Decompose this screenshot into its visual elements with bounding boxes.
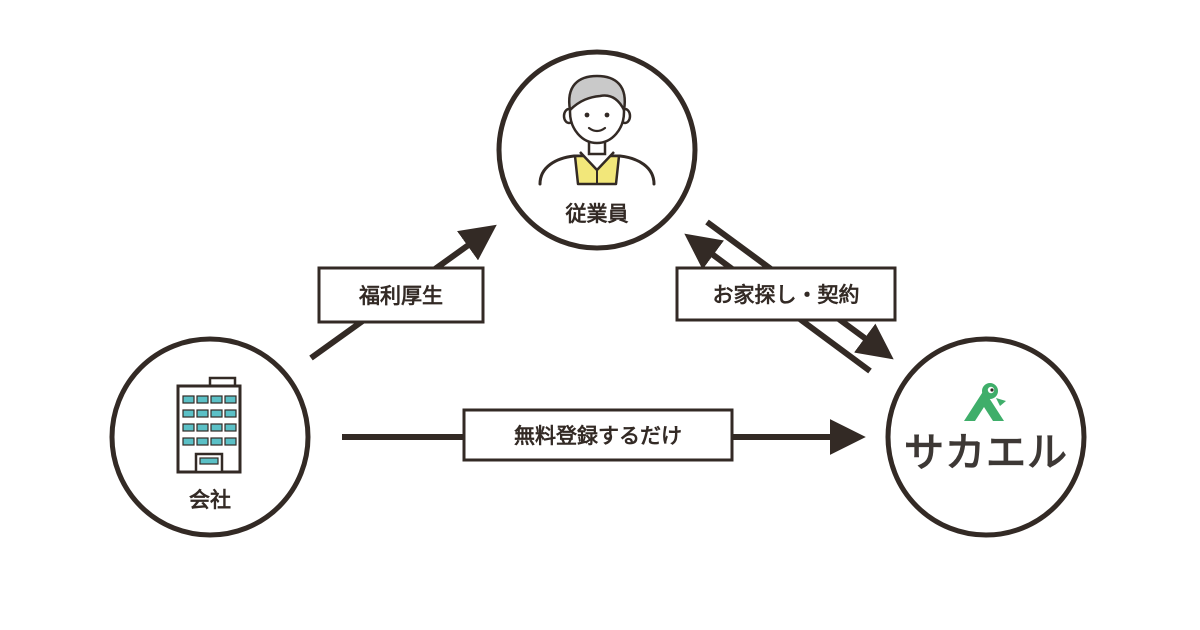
company-label: 会社 xyxy=(189,488,231,512)
building-icon xyxy=(176,376,242,474)
welfare-box: 福利厚生 xyxy=(317,266,485,324)
free-registration-box: 無料登録するだけ xyxy=(462,408,734,462)
frog-logo-icon xyxy=(964,383,1006,421)
welfare-label: 福利厚生 xyxy=(358,284,443,308)
sakaeru-circle xyxy=(885,336,1087,538)
company-node: 会社 xyxy=(109,336,311,538)
employee-node: 従業員 xyxy=(496,49,698,251)
employee-label: 従業員 xyxy=(565,202,629,226)
free-registration-label: 無料登録するだけ xyxy=(514,424,682,448)
arrows xyxy=(309,219,894,455)
sakaeru-node: サカエル xyxy=(885,336,1087,538)
house-hunting-box: お家探し・契約 xyxy=(675,266,897,322)
person-icon xyxy=(538,74,656,186)
sakaeru-logo-text: サカエル xyxy=(904,430,1068,476)
house-hunting-label: お家探し・契約 xyxy=(713,283,860,307)
